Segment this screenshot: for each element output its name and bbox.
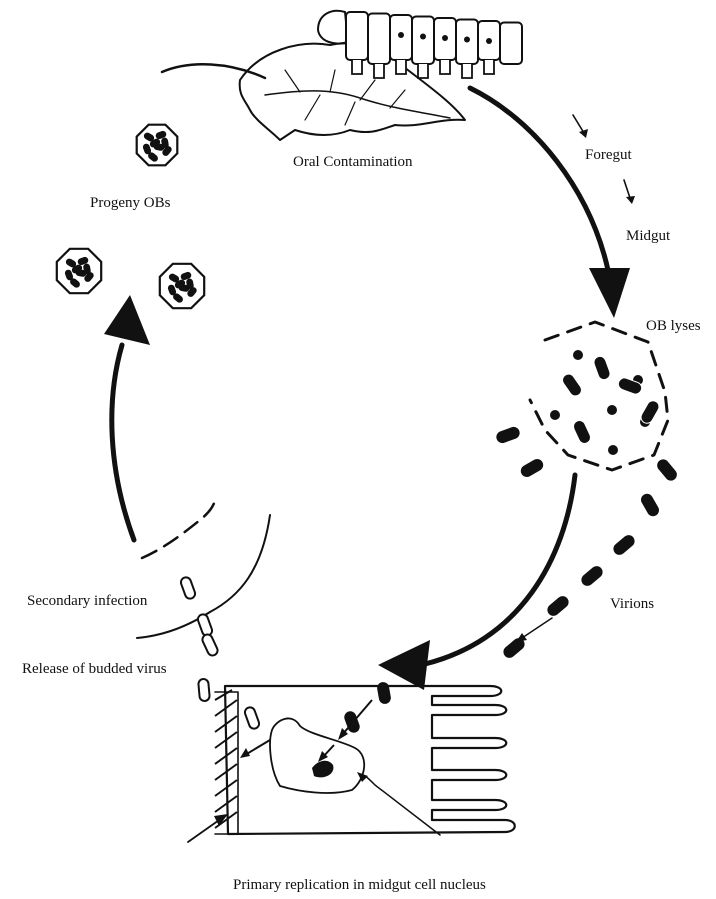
virion-icon — [592, 355, 611, 382]
caterpillar-segment — [412, 17, 434, 65]
caterpillar-proleg — [484, 60, 494, 74]
caterpillar-spiracle — [464, 37, 470, 43]
midgut-cell-icon — [188, 681, 515, 842]
cycle-arrow-ingestion — [470, 88, 630, 318]
virion-icon — [579, 564, 605, 589]
nucleocapsid — [550, 410, 560, 420]
nucleocapsid — [608, 445, 618, 455]
caterpillar-spiracle — [420, 34, 426, 40]
budded-virion-icon — [244, 706, 261, 730]
nucleocapsid — [573, 350, 583, 360]
cycle-arrow-to-cell — [378, 475, 575, 690]
virion-icon — [639, 492, 661, 519]
caterpillar-icon — [318, 11, 522, 78]
virions-label: Virions — [610, 596, 654, 612]
virion-icon — [495, 425, 522, 444]
progeny-ob-2 — [57, 249, 101, 293]
caterpillar-segment — [346, 12, 368, 60]
release-budded-virus-label: Release of budded virus — [22, 661, 167, 677]
midgut-label: Midgut — [626, 228, 671, 244]
caterpillar-proleg — [462, 64, 472, 78]
virion-icon — [376, 681, 392, 705]
virion-icon — [639, 399, 661, 426]
progeny-ob-3 — [160, 264, 204, 308]
virion-icon — [571, 419, 592, 446]
progeny-obs-label: Progeny OBs — [90, 195, 171, 211]
virion-icon — [560, 372, 584, 399]
foregut-label: Foregut — [585, 147, 632, 163]
caterpillar-proleg — [418, 64, 428, 78]
budded-virion-icon — [201, 633, 219, 657]
caterpillar-segment — [368, 14, 390, 65]
caterpillar-segment — [500, 23, 522, 65]
caterpillar-proleg — [440, 60, 450, 74]
virion-icon — [655, 457, 680, 483]
caterpillar-proleg — [352, 60, 362, 74]
caterpillar-proleg — [396, 60, 406, 74]
budded-virion-icon — [197, 613, 214, 637]
midgut-arrow — [624, 180, 635, 204]
budded-virion-icon — [180, 576, 197, 600]
primary-replication-label: Primary replication in midgut cell nucle… — [233, 877, 486, 893]
cycle-arrow-to-progeny — [104, 295, 150, 540]
oral-contamination-label: Oral Contamination — [293, 154, 413, 170]
lysing-occlusion-body — [530, 322, 668, 470]
foregut-arrow — [573, 115, 588, 138]
caterpillar-spiracle — [442, 35, 448, 41]
caterpillar-proleg — [374, 64, 384, 78]
caterpillar-spiracle — [398, 32, 404, 38]
ob-lyses-label: OB lyses — [646, 318, 701, 334]
progeny-ob-1 — [137, 125, 178, 166]
virion-icon — [519, 457, 546, 479]
caterpillar-spiracle — [486, 38, 492, 44]
virogenic-stroma — [312, 761, 333, 778]
virion-entry-arrow — [516, 618, 552, 642]
virion-icon — [545, 594, 571, 619]
secondary-infection-label: Secondary infection — [27, 593, 148, 609]
budded-virion-icon — [198, 679, 210, 702]
nucleocapsid — [607, 405, 617, 415]
secondary-infection-membrane — [137, 500, 270, 730]
virion-icon — [611, 533, 637, 558]
